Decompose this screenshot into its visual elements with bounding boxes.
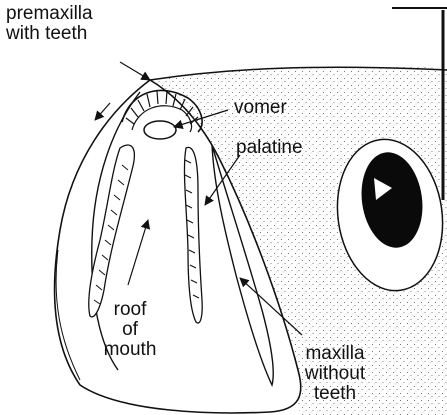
palatine-label: palatine bbox=[236, 138, 303, 158]
premaxilla-arrow bbox=[120, 62, 150, 80]
roof-label-line3: mouth bbox=[92, 340, 168, 360]
premaxilla-label-line1: premaxilla bbox=[6, 4, 93, 24]
premaxilla-label: premaxilla with teeth bbox=[6, 4, 93, 44]
premaxilla-label-line2: with teeth bbox=[6, 24, 93, 44]
palatine-label-text: palatine bbox=[236, 138, 303, 158]
roof-label-line2: of bbox=[92, 320, 168, 340]
maxilla-label-line3: teeth bbox=[294, 384, 376, 404]
left-band-arrow bbox=[95, 103, 110, 120]
vomer-label: vomer bbox=[234, 98, 287, 118]
roof-of-mouth-label: roof of mouth bbox=[92, 300, 168, 360]
maxilla-label-line2: without bbox=[294, 364, 376, 384]
maxilla-label-line1: maxilla bbox=[294, 344, 376, 364]
vomer-bone bbox=[144, 121, 176, 139]
maxilla-label: maxilla without teeth bbox=[294, 344, 376, 404]
vomer-label-text: vomer bbox=[234, 98, 287, 118]
roof-label-line1: roof bbox=[92, 300, 168, 320]
